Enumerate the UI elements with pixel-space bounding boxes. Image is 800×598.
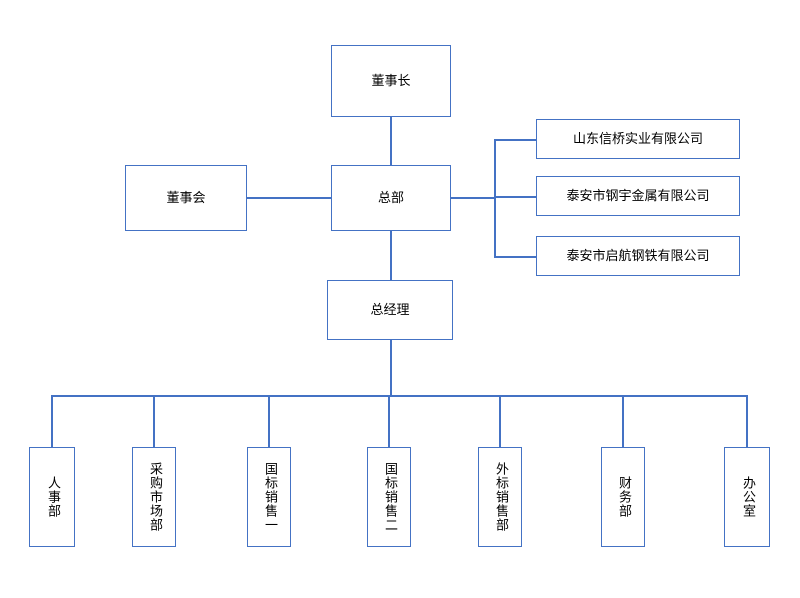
node-department-office[interactable]: 办公室 [724, 447, 770, 547]
node-department-hr[interactable]: 人事部 [29, 447, 75, 547]
node-board-label: 董事会 [166, 190, 206, 206]
connector-subsidiary-bus [494, 139, 496, 257]
node-chairman-label: 董事长 [371, 73, 411, 89]
node-department-hr-label: 人事部 [45, 476, 60, 518]
node-department-finance-label: 财务部 [616, 476, 631, 518]
connector-bus-dept2 [153, 395, 155, 447]
node-subsidiary-1-label: 山东信桥实业有限公司 [572, 131, 703, 147]
node-general-manager-label: 总经理 [370, 302, 410, 318]
connector-bus-dept3 [268, 395, 270, 447]
connector-bus-sub1 [494, 139, 536, 141]
connector-bus-dept1 [51, 395, 53, 447]
node-subsidiary-3-label: 泰安市启航钢铁有限公司 [566, 248, 710, 264]
node-subsidiary-2[interactable]: 泰安市钢宇金属有限公司 [536, 176, 740, 216]
node-department-foreign-sales-label: 外标销售部 [493, 462, 508, 532]
node-subsidiary-2-label: 泰安市钢宇金属有限公司 [566, 188, 710, 204]
node-headquarters[interactable]: 总部 [331, 165, 451, 231]
connector-bus-sub3 [494, 256, 536, 258]
node-subsidiary-1[interactable]: 山东信桥实业有限公司 [536, 119, 740, 159]
connector-hq-gm [390, 231, 392, 280]
node-general-manager[interactable]: 总经理 [327, 280, 453, 340]
node-department-office-label: 办公室 [740, 476, 755, 518]
connector-hq-subsidiary-stub [451, 197, 496, 199]
node-department-foreign-sales[interactable]: 外标销售部 [478, 447, 522, 547]
node-headquarters-label: 总部 [377, 190, 404, 206]
connector-bus-sub2 [494, 196, 536, 198]
connector-board-hq [247, 197, 331, 199]
connector-bus-dept7 [746, 395, 748, 447]
node-department-national-sales-1[interactable]: 国标销售一 [247, 447, 291, 547]
node-department-national-sales-2[interactable]: 国标销售二 [367, 447, 411, 547]
node-department-procurement-market-label: 采购市场部 [147, 462, 162, 532]
connector-gm-dropline [390, 340, 392, 397]
connector-department-bus [51, 395, 748, 397]
connector-bus-dept5 [499, 395, 501, 447]
node-chairman[interactable]: 董事长 [331, 45, 451, 117]
node-department-national-sales-1-label: 国标销售一 [262, 462, 277, 532]
connector-chairman-hq [390, 117, 392, 165]
node-department-procurement-market[interactable]: 采购市场部 [132, 447, 176, 547]
node-department-national-sales-2-label: 国标销售二 [382, 462, 397, 532]
node-department-finance[interactable]: 财务部 [601, 447, 645, 547]
connector-bus-dept4 [388, 395, 390, 447]
node-board[interactable]: 董事会 [125, 165, 247, 231]
connector-bus-dept6 [622, 395, 624, 447]
node-subsidiary-3[interactable]: 泰安市启航钢铁有限公司 [536, 236, 740, 276]
